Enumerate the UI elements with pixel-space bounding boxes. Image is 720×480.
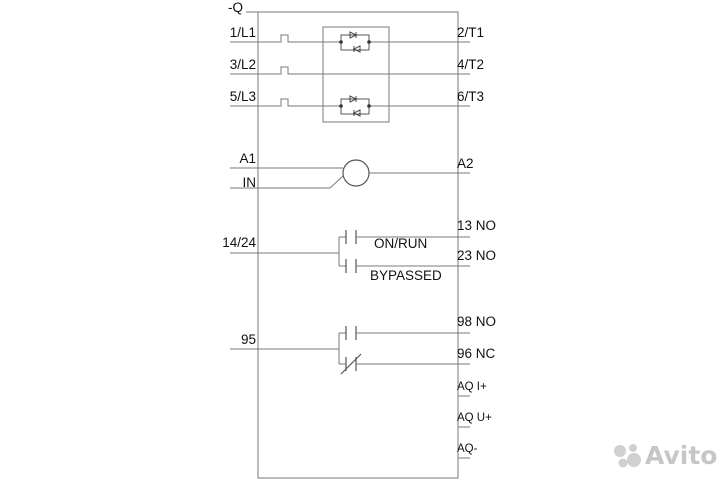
label-5-l3: 5/L3: [230, 89, 256, 104]
thyristor-pair-l3: [339, 95, 371, 117]
label-a2: A2: [457, 156, 474, 171]
label-1-l1: 1/L1: [230, 25, 256, 40]
label-23-no: 23 NO: [457, 248, 496, 263]
thyristor-box: [322, 26, 390, 123]
power-line-l1: [230, 34, 470, 43]
watermark-text: Avito: [645, 441, 717, 470]
label-aq-i: AQ I+: [457, 381, 487, 393]
control-circuit: [230, 159, 470, 189]
label-bypassed: BYPASSED: [370, 268, 442, 283]
thyristor-pair-l1: [339, 31, 371, 53]
label-13-no: 13 NO: [457, 218, 496, 233]
label-14-24: 14/24: [222, 235, 256, 250]
label-3-l2: 3/L2: [230, 57, 256, 72]
label-aq-minus: AQ-: [457, 443, 478, 455]
label-96-nc: 96 NC: [457, 346, 496, 361]
label-in: IN: [243, 175, 257, 190]
power-line-l3: [230, 98, 470, 107]
contact-block-fault: [230, 326, 470, 375]
coil-symbol: [342, 159, 370, 187]
avito-logo-icon: [614, 444, 641, 468]
label-aq-u: AQ U+: [457, 412, 492, 424]
power-line-l2: [230, 66, 470, 75]
watermark: Avito: [614, 441, 717, 470]
contact-block-run-bypass: [230, 230, 470, 273]
label-98-no: 98 NO: [457, 314, 496, 329]
label-2-t1: 2/T1: [457, 25, 484, 40]
label-a1: A1: [239, 151, 256, 166]
label-6-t3: 6/T3: [457, 89, 484, 104]
device-body: [257, 11, 459, 479]
device-tag: -Q: [228, 0, 243, 15]
label-95: 95: [241, 332, 256, 347]
label-4-t2: 4/T2: [457, 57, 484, 72]
label-on-run: ON/RUN: [374, 236, 427, 251]
